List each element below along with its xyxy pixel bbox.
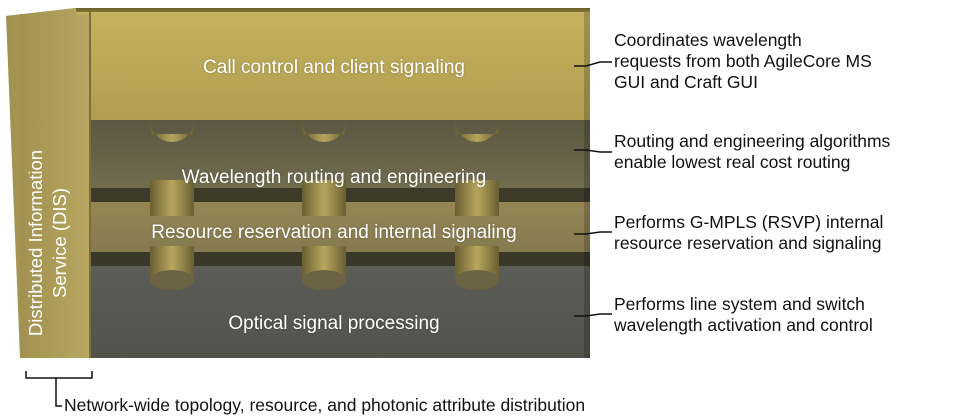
description-line: GUI and Craft GUI [614, 72, 758, 92]
resource-reservation-label: Resource reservation and internal signal… [151, 222, 517, 243]
connector-posts [150, 120, 499, 290]
dis-label-line1: Distributed Information [25, 149, 46, 337]
dis-label: Distributed Information Service (DIS) [24, 123, 84, 363]
description-line: Coordinates wavelength [614, 30, 802, 50]
call-control-label: Call control and client signaling [203, 57, 465, 78]
leader-lines [574, 61, 612, 317]
resource-reservation-description: Performs G-MPLS (RSVP) internal resource… [614, 212, 883, 254]
layer-call-control [76, 12, 590, 120]
footer-bracket [25, 371, 93, 407]
description-line: Performs G-MPLS (RSVP) internal [614, 212, 884, 232]
description-line: resource reservation and signaling [614, 233, 882, 253]
layer-wavelength-routing [76, 120, 590, 188]
description-line: Routing and engineering algorithms [614, 131, 891, 151]
footer-caption: Network-wide topology, resource, and pho… [64, 395, 586, 415]
description-line: Performs line system and switch [614, 294, 865, 314]
description-line: enable lowest real cost routing [614, 152, 851, 172]
optical-processing-label: Optical signal processing [228, 313, 440, 334]
wavelength-routing-label: Wavelength routing and engineering [181, 167, 487, 188]
dis-label-line2: Service (DIS) [49, 188, 70, 298]
wavelength-routing-description: Routing and engineering algorithms enabl… [614, 131, 890, 173]
description-line: requests from both AgileCore MS [614, 51, 872, 71]
description-line: wavelength activation and control [614, 315, 873, 335]
call-control-description: Coordinates wavelength requests from bot… [614, 30, 872, 93]
optical-processing-description: Performs line system and switch waveleng… [614, 294, 873, 336]
